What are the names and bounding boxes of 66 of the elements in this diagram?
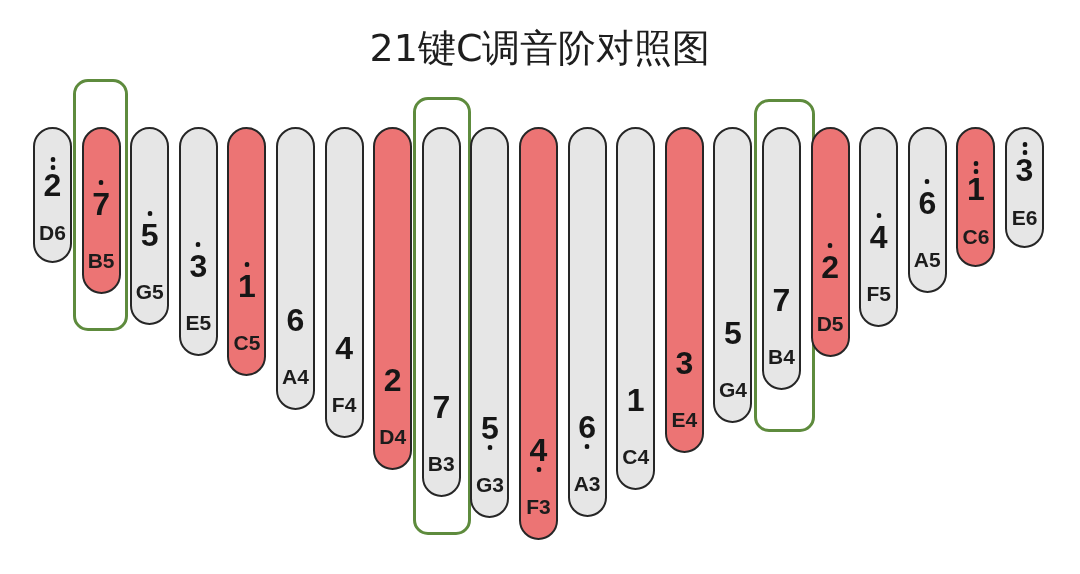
- note-number: 6: [578, 411, 596, 443]
- title: 21键C调音阶对照图: [369, 26, 711, 72]
- kalimba-key: [616, 127, 656, 490]
- kalimba-key: [762, 127, 801, 390]
- note-number: 3: [1015, 154, 1034, 186]
- kalimba-key: [713, 127, 753, 423]
- note-name: F5: [866, 283, 891, 304]
- kalimba-key: [519, 127, 558, 540]
- note-number: 2: [43, 169, 62, 201]
- kalimba-key: [227, 127, 267, 376]
- kalimba-key: [81, 127, 121, 294]
- kalimba-key: [664, 127, 704, 453]
- kalimba-key: [130, 127, 170, 325]
- note-number: 7: [92, 188, 110, 220]
- kalimba-key: [956, 127, 996, 267]
- note-name: C6: [962, 226, 990, 247]
- note-number: 5: [481, 412, 499, 444]
- note-name: D4: [379, 426, 407, 447]
- note-number: 6: [918, 187, 937, 219]
- kalimba-key: [373, 127, 413, 470]
- note-number: 7: [772, 284, 791, 316]
- kalimba-key: [178, 127, 218, 356]
- note-number: 1: [238, 270, 256, 302]
- note-name: E6: [1011, 207, 1038, 228]
- note-number: 3: [189, 250, 208, 282]
- note-number: 1: [967, 173, 985, 205]
- note-number: 4: [869, 221, 888, 253]
- kalimba-key: [859, 127, 899, 327]
- note-name: C5: [233, 332, 261, 353]
- note-name: F4: [331, 394, 357, 415]
- note-number: 1: [626, 384, 645, 416]
- note-name: G5: [135, 281, 164, 302]
- note-name: C4: [622, 446, 650, 467]
- kalimba-key: [33, 127, 72, 263]
- note-number: 6: [286, 304, 305, 336]
- note-name: G3: [475, 474, 504, 495]
- note-number: 5: [140, 219, 159, 251]
- note-number: 5: [724, 317, 742, 349]
- kalimba-key: [810, 127, 850, 357]
- note-name: E4: [671, 409, 698, 430]
- note-number: 3: [675, 347, 694, 379]
- kalimba-key: [907, 127, 947, 293]
- kalimba-key: [421, 127, 461, 497]
- kalimba-key: [276, 127, 315, 410]
- kalimba-key: [1005, 127, 1044, 248]
- note-name: B3: [427, 453, 455, 474]
- note-number: 4: [335, 332, 353, 364]
- highlight-frame: [413, 97, 471, 535]
- note-number: 2: [383, 364, 402, 396]
- note-name: D6: [39, 222, 66, 243]
- kalimba-key: [324, 127, 364, 438]
- note-number: 2: [821, 251, 839, 283]
- note-name: D5: [816, 313, 844, 334]
- note-name: E5: [185, 312, 212, 333]
- highlight-frame: [73, 79, 128, 331]
- kalimba-key: [567, 127, 607, 517]
- note-name: A4: [282, 366, 309, 387]
- note-name: F3: [526, 496, 551, 517]
- note-number: 4: [529, 434, 548, 466]
- note-name: A3: [573, 473, 601, 494]
- kalimba-key: [470, 127, 510, 518]
- note-name: B5: [87, 250, 115, 271]
- note-name: B4: [768, 346, 795, 367]
- note-name: A5: [913, 249, 941, 270]
- note-number: 7: [432, 391, 451, 423]
- note-name: G4: [718, 379, 747, 400]
